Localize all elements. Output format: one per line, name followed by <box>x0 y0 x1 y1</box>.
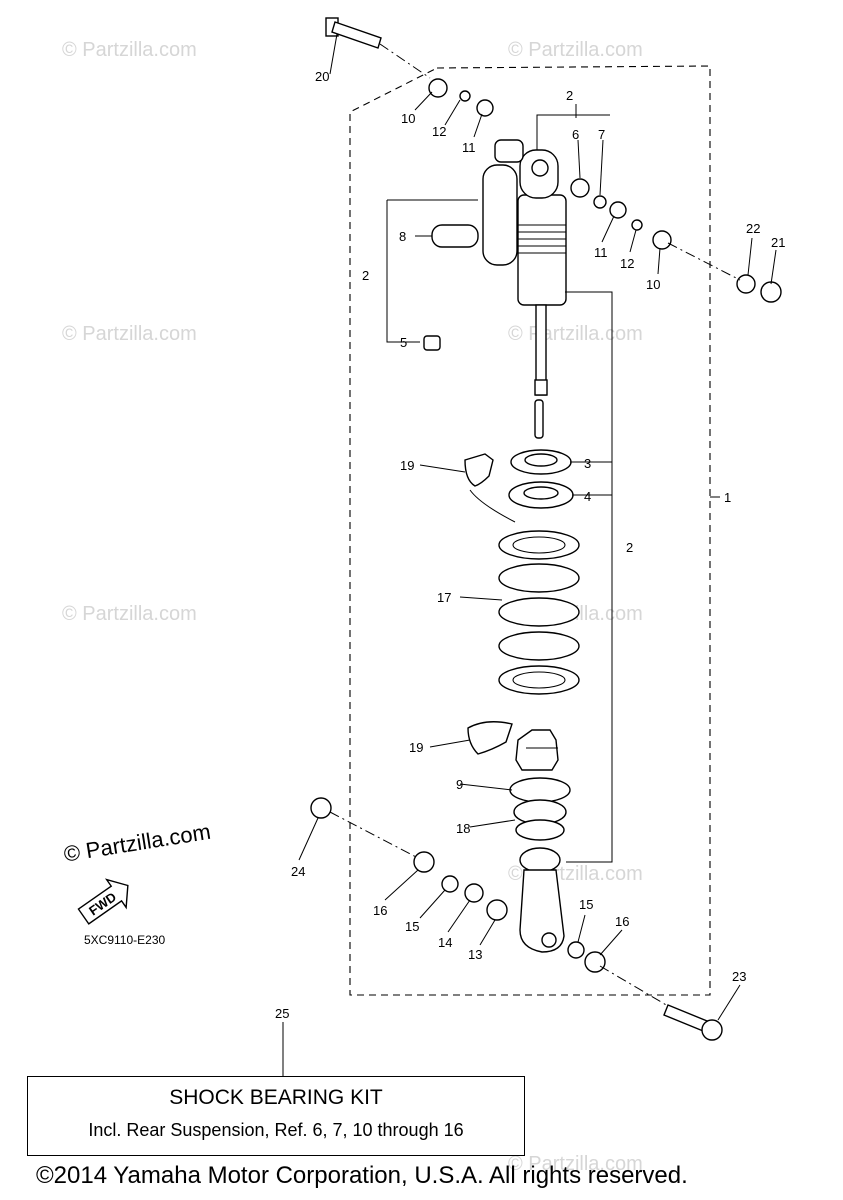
callout-12: 12 <box>620 256 634 271</box>
spring-guide-upper <box>464 453 494 487</box>
callout-14: 14 <box>438 935 452 950</box>
adjuster-ring-4 <box>508 481 574 509</box>
coil-spring <box>498 530 580 695</box>
callout-19: 19 <box>400 458 414 473</box>
callout-3: 3 <box>584 456 591 471</box>
watermark-text: © Partzilla.com <box>508 39 643 61</box>
callout-6: 6 <box>572 127 579 142</box>
callout-11: 11 <box>594 245 608 260</box>
copyright-notice: ©2014 Yamaha Motor Corporation, U.S.A. A… <box>36 1162 688 1189</box>
callout-24: 24 <box>291 864 305 879</box>
callout-16: 16 <box>373 903 387 918</box>
callout-2: 2 <box>566 88 573 103</box>
spring-guide-lower <box>467 721 513 755</box>
bush-15-right <box>567 941 585 959</box>
bump-stop <box>515 729 559 771</box>
lock-ring-3 <box>510 449 572 475</box>
collar-10-right <box>652 230 672 250</box>
callout-13: 13 <box>468 947 482 962</box>
callout-5: 5 <box>400 335 407 350</box>
bolt-23 <box>663 1004 723 1041</box>
bolt-20 <box>325 17 382 49</box>
nut-21 <box>760 281 782 303</box>
oil-seal-16-right <box>584 951 606 973</box>
callout-10: 10 <box>401 111 415 126</box>
washer-22 <box>736 274 756 294</box>
callout-19: 19 <box>409 740 423 755</box>
oil-seal-11-upper <box>476 99 494 117</box>
callout-11: 11 <box>462 140 476 155</box>
kit-title: SHOCK BEARING KIT <box>169 1086 383 1109</box>
callout-8: 8 <box>399 229 406 244</box>
diagram-code: 5XC9110-E230 <box>84 933 166 947</box>
watermark-text: © Partzilla.com <box>508 323 643 345</box>
watermark-text: © Partzilla.com <box>508 1153 643 1175</box>
bush-15-left <box>441 875 459 893</box>
callout-25: 25 <box>275 1006 289 1021</box>
callout-labels: 1 2 2 2 3 4 5 6 7 8 9 10 10 11 11 12 12 … <box>275 69 785 1021</box>
fwd-arrow-icon: FWD <box>77 878 129 925</box>
washer-14 <box>464 883 484 903</box>
callout-15: 15 <box>579 897 593 912</box>
bearing-13 <box>486 899 508 921</box>
callout-12: 12 <box>432 124 446 139</box>
upper-collar-10 <box>428 78 448 98</box>
callout-4: 4 <box>584 489 591 504</box>
callout-7: 7 <box>598 127 605 142</box>
assembly-boundary <box>349 65 711 996</box>
bracket-lines <box>282 104 720 1076</box>
callout-18: 18 <box>456 821 470 836</box>
watermark-text: © Partzilla.com <box>62 323 197 345</box>
callout-2: 2 <box>362 268 369 283</box>
spring-seat <box>509 777 571 841</box>
collar-24 <box>310 797 332 819</box>
bearing-6 <box>570 178 590 198</box>
callout-21: 21 <box>771 235 785 250</box>
oil-seal-11-right <box>609 201 627 219</box>
rod-pin <box>534 399 544 439</box>
leader-lines <box>298 33 777 1021</box>
o-ring-12-right <box>631 219 643 231</box>
o-ring-7 <box>593 195 607 209</box>
callout-9: 9 <box>456 777 463 792</box>
shock-absorber-body <box>482 139 567 396</box>
callout-20: 20 <box>315 69 329 84</box>
callout-2: 2 <box>626 540 633 555</box>
callout-17: 17 <box>437 590 451 605</box>
lower-clevis <box>519 847 565 953</box>
callout-16: 16 <box>615 914 629 929</box>
callout-1: 1 <box>724 490 731 505</box>
valve-cap-5 <box>423 335 441 351</box>
callout-23: 23 <box>732 969 746 984</box>
watermark-text: © Partzilla.com <box>62 603 197 625</box>
axis-lines <box>329 43 741 1007</box>
callout-10: 10 <box>646 277 660 292</box>
callout-15: 15 <box>405 919 419 934</box>
shock-bearing-kit-box: SHOCK BEARING KIT Incl. Rear Suspension,… <box>27 1076 525 1156</box>
band-8 <box>431 224 479 248</box>
watermark-text: © Partzilla.com <box>62 39 197 61</box>
kit-description: Incl. Rear Suspension, Ref. 6, 7, 10 thr… <box>88 1120 464 1140</box>
oil-seal-16-left <box>413 851 435 873</box>
o-ring-12-upper <box>459 90 471 102</box>
callout-22: 22 <box>746 221 760 236</box>
